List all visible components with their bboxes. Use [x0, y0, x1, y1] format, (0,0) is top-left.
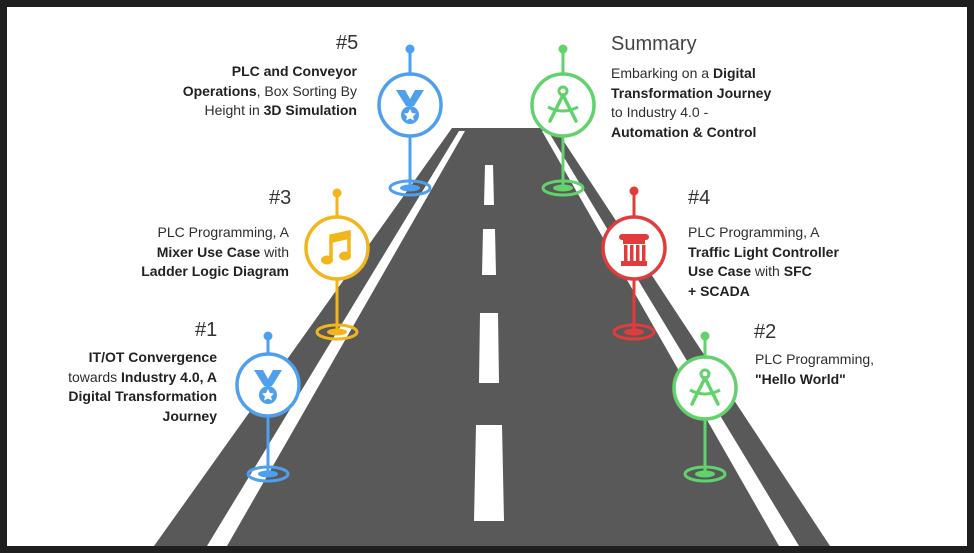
milestone-pin: [304, 188, 370, 341]
milestone-pin: [530, 44, 596, 197]
compass-icon: [547, 85, 579, 123]
milestone-4-number: #4: [688, 187, 711, 209]
milestone-2-text: PLC Programming,"Hello World": [755, 351, 875, 387]
road-dash: [484, 165, 494, 205]
road-illustration: [154, 44, 830, 546]
road-dash: [479, 313, 499, 383]
milestone-2-number: #2: [754, 321, 777, 343]
summary-title: Summary: [611, 33, 697, 55]
milestone-5-number: #5: [336, 32, 359, 54]
milestone-pin: [377, 44, 443, 197]
milestone-1-number: #1: [195, 319, 218, 341]
road-dash: [474, 425, 504, 521]
column-icon: [619, 234, 649, 266]
music-note-icon: [321, 229, 351, 265]
medal-icon: [254, 370, 282, 404]
milestone-3-number: #3: [269, 187, 292, 209]
road-dash: [482, 229, 496, 275]
milestone-pin: [235, 331, 301, 483]
milestone-pin: [601, 186, 667, 341]
compass-icon: [689, 368, 721, 406]
medal-icon: [396, 90, 424, 124]
milestone-pin: [672, 331, 738, 483]
